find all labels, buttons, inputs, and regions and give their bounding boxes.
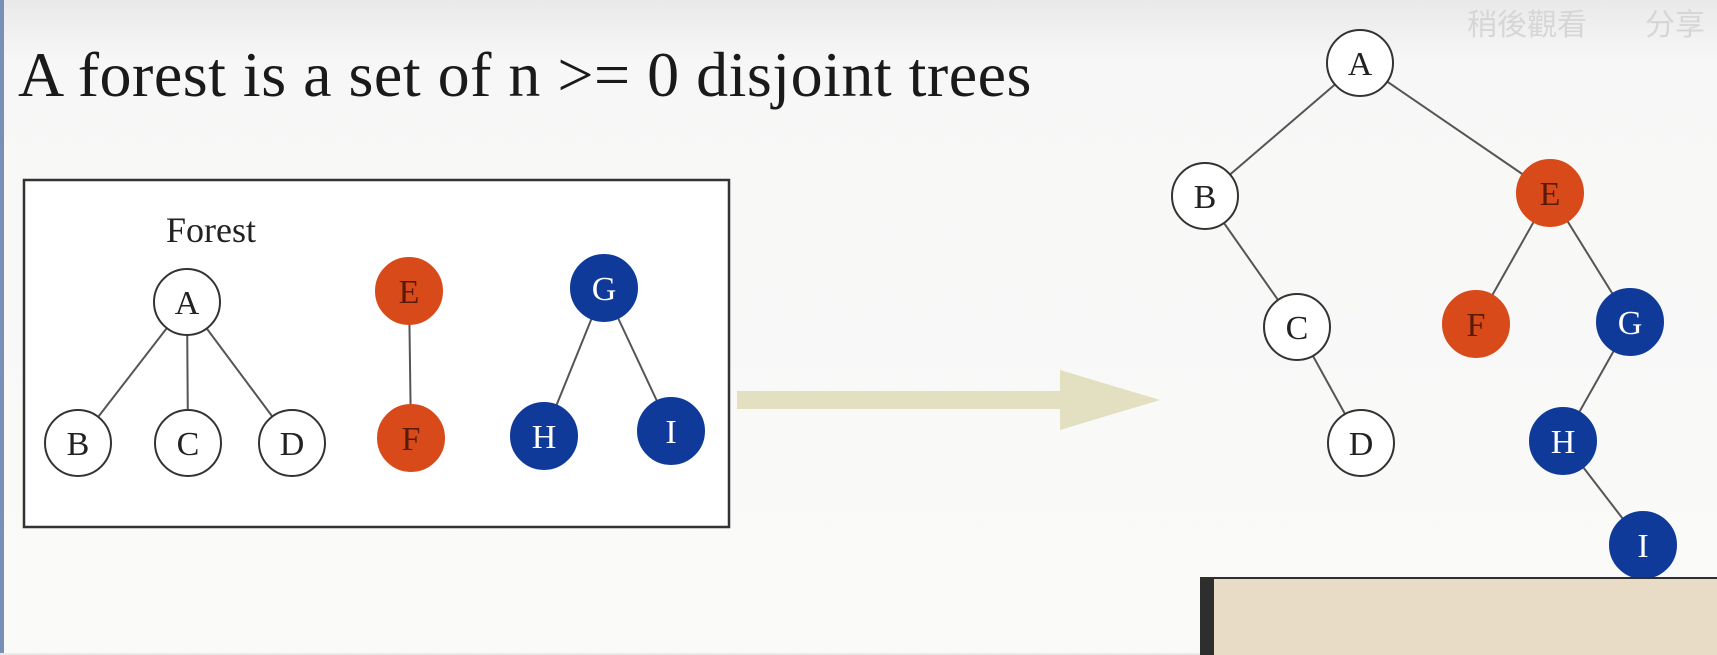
slide-title: A forest is a set of n >= 0 disjoint tre…: [18, 39, 1032, 110]
binary-node-B: B: [1171, 162, 1239, 230]
forest-node-F-circle: [377, 404, 445, 472]
binary-node-A-label: A: [1348, 46, 1373, 83]
binary-node-B-circle: [1171, 162, 1239, 230]
forest-node-H-circle: [510, 402, 578, 470]
binary-node-F-circle: [1442, 290, 1510, 358]
forest-node-I-circle: [637, 397, 705, 465]
binary-node-G-label: G: [1618, 305, 1643, 342]
forest-label: Forest: [166, 210, 256, 250]
forest-node-C-circle: [154, 409, 222, 477]
forest-node-G-label: G: [592, 271, 617, 308]
binary-node-H-label: H: [1551, 424, 1576, 461]
forest-node-A-circle: [153, 268, 221, 336]
binary-node-D-circle: [1327, 409, 1395, 477]
binary-node-E-circle: [1516, 159, 1584, 227]
forest-node-E: E: [375, 257, 443, 325]
webcam-overlay: [1200, 577, 1717, 655]
forest-frame: [22, 178, 731, 529]
forest-node-E-circle: [375, 257, 443, 325]
forest-node-G-circle: [570, 254, 638, 322]
forest-node-H-label: H: [532, 419, 557, 456]
binary-node-D: D: [1327, 409, 1395, 477]
forest-node-A-label: A: [175, 285, 200, 322]
forest-node-B-circle: [44, 409, 112, 477]
binary-node-A-circle: [1326, 29, 1394, 97]
binary-node-C-circle: [1263, 293, 1331, 361]
binary-edge-A-E: [1359, 62, 1551, 194]
binary-edge-A-B: [1204, 62, 1361, 197]
binary-node-H-circle: [1529, 407, 1597, 475]
binary-node-G: G: [1596, 288, 1664, 356]
forest-node-I-label: I: [665, 414, 676, 451]
transform-arrow: [737, 370, 1160, 430]
binary-node-G-circle: [1596, 288, 1664, 356]
slide-left-edge: [0, 0, 4, 653]
binary-node-F: F: [1442, 290, 1510, 358]
binary-node-F-label: F: [1467, 307, 1486, 344]
forest-node-I: I: [637, 397, 705, 465]
binary-node-E-label: E: [1540, 176, 1561, 213]
forest-node-G: G: [570, 254, 638, 322]
forest-node-A: A: [153, 268, 221, 336]
binary-node-B-label: B: [1194, 179, 1217, 216]
forest-node-B: B: [44, 409, 112, 477]
binary-node-C-label: C: [1286, 310, 1309, 347]
forest-node-F: F: [377, 404, 445, 472]
forest-node-B-label: B: [67, 426, 90, 463]
binary-node-E: E: [1516, 159, 1584, 227]
binary-node-I-label: I: [1637, 528, 1648, 565]
forest-node-C-label: C: [177, 426, 200, 463]
forest-node-E-label: E: [399, 274, 420, 311]
forest-node-F-label: F: [402, 421, 421, 458]
forest-node-D: D: [258, 409, 326, 477]
binary-node-H: H: [1529, 407, 1597, 475]
binary-node-D-label: D: [1349, 426, 1374, 463]
forest-node-C: C: [154, 409, 222, 477]
binary-node-A: A: [1326, 29, 1394, 97]
forest-node-D-label: D: [280, 426, 305, 463]
binary-node-I: I: [1609, 511, 1677, 579]
forest-node-D-circle: [258, 409, 326, 477]
forest-node-H: H: [510, 402, 578, 470]
binary-node-C: C: [1263, 293, 1331, 361]
